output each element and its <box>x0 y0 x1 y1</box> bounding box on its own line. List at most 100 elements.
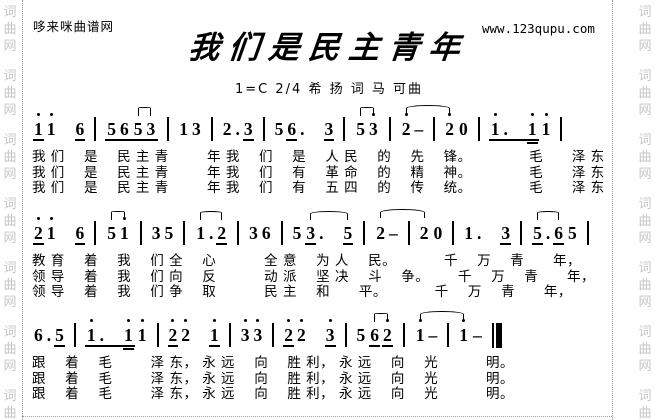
octave-dot <box>122 217 126 220</box>
watermark-char: 网 <box>3 103 17 118</box>
note: 3 <box>305 223 316 245</box>
lyrics-verse-1: 跟 着 毛 泽 东， 永 远 向 胜 利， 永 远 向 光 明。 <box>32 355 514 371</box>
octave-dot <box>126 319 130 322</box>
watermark-char: 词 <box>3 197 17 212</box>
right-margin-watermark: 词曲网词曲网词曲网词曲网词曲网词曲网词曲网 <box>636 4 654 420</box>
barline <box>388 117 391 141</box>
barline <box>363 221 366 245</box>
watermark-char: 词 <box>3 261 17 276</box>
note: 1 <box>120 217 129 243</box>
barline <box>156 323 159 347</box>
barline <box>272 323 275 347</box>
note: 1 <box>491 113 500 139</box>
note: . <box>319 223 324 243</box>
octave-dot <box>89 319 93 322</box>
octave-dot <box>184 319 188 322</box>
note: 1 <box>542 113 550 139</box>
note: 3 <box>254 319 262 345</box>
octave-dot <box>299 319 303 322</box>
slur-group: 5.6 <box>530 211 566 245</box>
note: 2 <box>33 217 44 245</box>
left-dotted-border <box>22 0 23 420</box>
note: 5 <box>164 223 174 243</box>
watermark-group: 词曲网 <box>1 4 19 55</box>
watermark-char: 网 <box>638 295 652 310</box>
slur-group: 2–2 <box>399 105 457 141</box>
site-url: www.123qupu.com <box>482 21 595 36</box>
note: 1 <box>196 223 205 243</box>
watermark-group: 词曲网 <box>636 324 654 375</box>
note: 5 <box>133 119 143 139</box>
watermark-group: 词曲网 <box>636 388 654 420</box>
barline <box>407 221 410 245</box>
watermark-group: 词曲网 <box>1 260 19 311</box>
watermark-char: 曲 <box>638 86 652 101</box>
octave-dot <box>256 319 260 322</box>
note: 2 <box>402 113 411 139</box>
note: 2 <box>382 319 393 347</box>
lyrics-verse-2: 领 导 着 我 们 向 反 动 派 坚 决 斗 争。 千 万 青 年， <box>32 268 596 285</box>
barline <box>94 221 97 245</box>
watermark-char: 网 <box>638 167 652 182</box>
note: . <box>99 325 104 345</box>
note: 1 <box>459 319 468 345</box>
barline <box>586 221 589 245</box>
watermark-char: 曲 <box>638 22 652 37</box>
note: 5 <box>356 119 365 139</box>
note: 6 <box>120 119 129 139</box>
right-dotted-border <box>612 0 613 420</box>
barline <box>183 221 186 245</box>
watermark-char: 曲 <box>638 406 652 420</box>
watermark-char: 网 <box>638 103 652 118</box>
note: . <box>503 119 508 139</box>
octave-dot <box>448 113 452 116</box>
note: . <box>477 223 482 243</box>
note: – <box>428 325 438 345</box>
note: 2 <box>167 319 178 347</box>
beam-group: 1.1 <box>84 319 136 350</box>
lyrics-verse-1: 我 们 是 民 主 青 年 我 们 是 人 民 的 先 锋。 毛 泽 东 <box>32 149 605 165</box>
octave-dot <box>544 113 548 116</box>
note: 5 <box>342 223 353 245</box>
note: 5 <box>54 325 65 347</box>
note: 1 <box>123 319 134 350</box>
barline <box>210 117 213 141</box>
note: 1 <box>87 319 96 345</box>
octave-dot <box>49 113 53 116</box>
octave-dot <box>385 319 389 322</box>
note: 2 <box>297 319 306 345</box>
watermark-char: 曲 <box>638 278 652 293</box>
note: 6 <box>34 325 43 345</box>
watermark-char: 网 <box>3 359 17 374</box>
note: 5 <box>292 223 302 243</box>
note: 1 <box>464 223 473 243</box>
note: 1 <box>526 113 538 144</box>
watermark-char: 词 <box>638 5 652 20</box>
note: 3 <box>323 119 334 141</box>
barline <box>520 221 523 245</box>
watermark-char: 曲 <box>3 214 17 229</box>
note: 3 <box>242 119 254 141</box>
octave-dot <box>493 113 497 116</box>
left-margin-watermark: 词曲网词曲网词曲网词曲网词曲网词曲网词曲网 <box>1 4 19 420</box>
barline <box>228 323 231 347</box>
octave-dot <box>171 319 175 322</box>
barline <box>237 221 240 245</box>
watermark-char: 曲 <box>3 150 17 165</box>
note: 6 <box>553 223 564 245</box>
note: 3 <box>192 119 201 139</box>
watermark-char: 词 <box>3 389 17 404</box>
watermark-char: 曲 <box>638 150 652 165</box>
barline <box>344 323 347 347</box>
note: 1 <box>179 119 188 139</box>
octave-dot <box>328 319 332 322</box>
note: 5 <box>568 223 577 243</box>
barline <box>343 117 346 141</box>
watermark-char: 词 <box>3 5 17 20</box>
octave-dot <box>530 113 534 116</box>
watermark-char: 词 <box>638 69 652 84</box>
note: 3 <box>151 223 161 243</box>
